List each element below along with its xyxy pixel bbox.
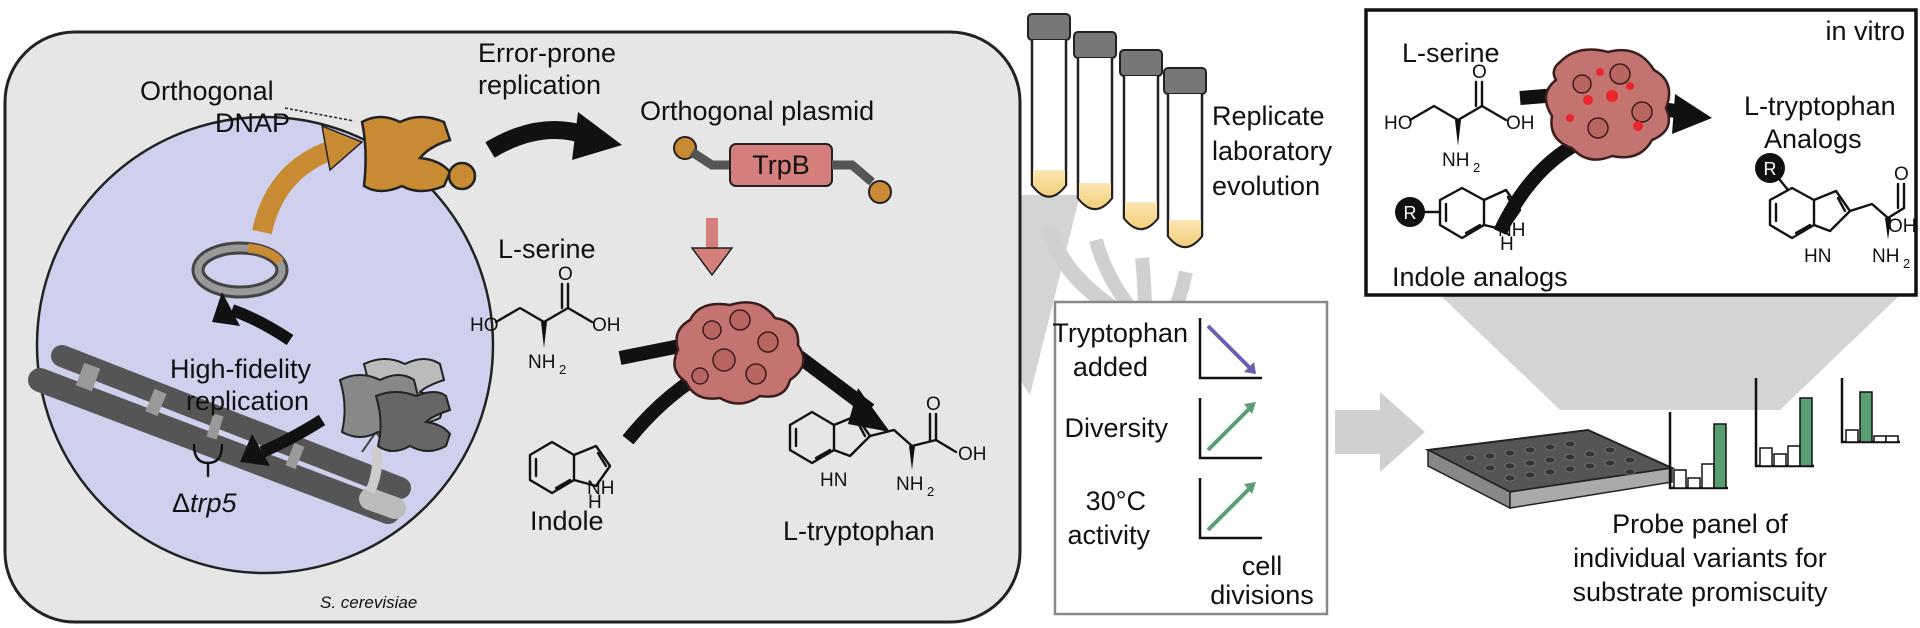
condition-tryptophan-label: Tryptophan [1052, 318, 1188, 348]
culture-tube-1 [1027, 13, 1071, 198]
plasmid-to-dnap-arrow [252, 140, 336, 235]
serine-molecule: HO O OH NH 2 [470, 264, 621, 377]
error-prone-label-2: replication [478, 70, 601, 100]
promiscuity-bar-chart-1 [1668, 412, 1728, 490]
trpb-plasmid: TrpB [673, 136, 892, 204]
indole-label: Indole [530, 506, 604, 536]
evolution-label-3: evolution [1212, 171, 1320, 201]
invitro-panel: in vitro L-serine HO O OH NH 2 [1364, 8, 1918, 410]
orthogonal-dnap-icon [360, 115, 477, 193]
tryptophan-label: L-tryptophan [783, 516, 935, 546]
evolution-label-2: laboratory [1212, 136, 1333, 166]
well-plate [1424, 428, 1676, 510]
high-fidelity-label-2: replication [186, 386, 309, 416]
indole-analog-molecule: R H NH [1395, 186, 1525, 255]
indole-analogs-label: Indole analogs [1392, 262, 1568, 292]
condition-activity-label: 30°C [1086, 486, 1146, 516]
svg-text:2: 2 [1473, 160, 1480, 175]
evolution-label: Replicate [1212, 101, 1325, 131]
invitro-callout [1440, 295, 1900, 410]
svg-text:2: 2 [559, 362, 566, 377]
svg-text:OH: OH [1888, 216, 1917, 237]
svg-text:NH: NH [1498, 220, 1525, 241]
invitro-serine-label: L-serine [1402, 38, 1500, 68]
svg-text:2: 2 [1903, 256, 1910, 271]
cell-divisions-label: cell [1242, 551, 1283, 581]
trend-plot-diversity [1198, 398, 1262, 460]
organism-label: S. cerevisiae [320, 593, 417, 612]
conditions-box: Tryptophan added Diversity 30°C activity… [1052, 300, 1329, 616]
condition-activity-label-2: activity [1067, 520, 1150, 550]
orthogonal-dnap-label-2: DNAP [215, 108, 290, 138]
svg-text:HO: HO [470, 315, 499, 336]
probe-label-3: substrate promiscuity [1572, 577, 1828, 607]
svg-text:NH: NH [587, 478, 614, 499]
svg-text:R: R [1764, 159, 1777, 179]
svg-text:NH: NH [1872, 246, 1899, 267]
svg-text:OH: OH [958, 444, 987, 465]
trpb-enzyme [618, 301, 890, 445]
svg-text:HN: HN [820, 470, 847, 491]
trend-plot-tryptophan [1198, 318, 1262, 380]
culture-tube-3 [1119, 49, 1163, 231]
high-fidelity-label: High-fidelity [170, 354, 312, 384]
replication-arrow-down [259, 414, 326, 458]
svg-text:R: R [1404, 203, 1417, 223]
serine-label: L-serine [498, 234, 596, 264]
svg-text:O: O [1472, 62, 1487, 83]
error-prone-label: Error-prone [478, 38, 616, 68]
promiscuity-bar-chart-3 [1840, 378, 1900, 444]
svg-text:NH: NH [896, 474, 923, 495]
trend-plot-activity [1198, 478, 1262, 540]
indole-molecule: H NH [528, 440, 614, 513]
invitro-product-label-2: Analogs [1764, 124, 1862, 154]
invitro-product-label: L-tryptophan [1744, 91, 1896, 121]
svg-text:O: O [926, 394, 941, 415]
condition-diversity-label: Diversity [1064, 413, 1168, 443]
svg-text:NH: NH [528, 352, 555, 373]
svg-text:H: H [588, 492, 602, 513]
tryptophan-analog-molecule: R O OH HN NH 2 [1755, 153, 1917, 271]
promiscuity-bar-chart-2 [1754, 378, 1814, 468]
chromosome [28, 345, 411, 524]
error-prone-arrow [485, 121, 588, 158]
orthogonal-plasmid-label: Orthogonal plasmid [640, 96, 874, 126]
svg-text:OH: OH [592, 315, 621, 336]
probe-label-2: individual variants for [1573, 543, 1827, 573]
tryptophan-molecule: O OH HN NH 2 [788, 394, 987, 499]
cell-divisions-label-2: divisions [1210, 580, 1314, 610]
invitro-tag: in vitro [1825, 16, 1905, 46]
condition-tryptophan-label-2: added [1073, 352, 1148, 382]
host-polymerase-icon [338, 358, 452, 452]
svg-text:NH: NH [1442, 150, 1469, 171]
trpb-gene-label: TrpB [752, 150, 810, 180]
probe-label: Probe panel of [1612, 509, 1788, 539]
svg-text:OH: OH [1506, 113, 1535, 134]
svg-text:HO: HO [1384, 113, 1413, 134]
culture-tube-2 [1073, 31, 1117, 211]
orthogonal-dnap-label: Orthogonal [140, 76, 274, 106]
replication-arrow-up [229, 304, 294, 345]
evolution-tubes [1027, 13, 1207, 332]
svg-text:O: O [1894, 164, 1909, 185]
culture-tube-4 [1163, 67, 1207, 249]
svg-text:HN: HN [1804, 246, 1831, 267]
invitro-enzyme [1493, 48, 1712, 235]
svg-text:H: H [1500, 234, 1514, 255]
cell-panel: Δtrp5 Orthogonal DNAP Error-prone replic… [3, 30, 1080, 624]
svg-text:O: O [558, 264, 573, 285]
to-plate-arrow [1335, 392, 1425, 472]
replication-arrow-gray [365, 445, 383, 495]
deletion-label: Δtrp5 [172, 488, 238, 518]
svg-text:2: 2 [927, 484, 934, 499]
invitro-serine-molecule: HO O OH NH 2 [1384, 62, 1535, 175]
